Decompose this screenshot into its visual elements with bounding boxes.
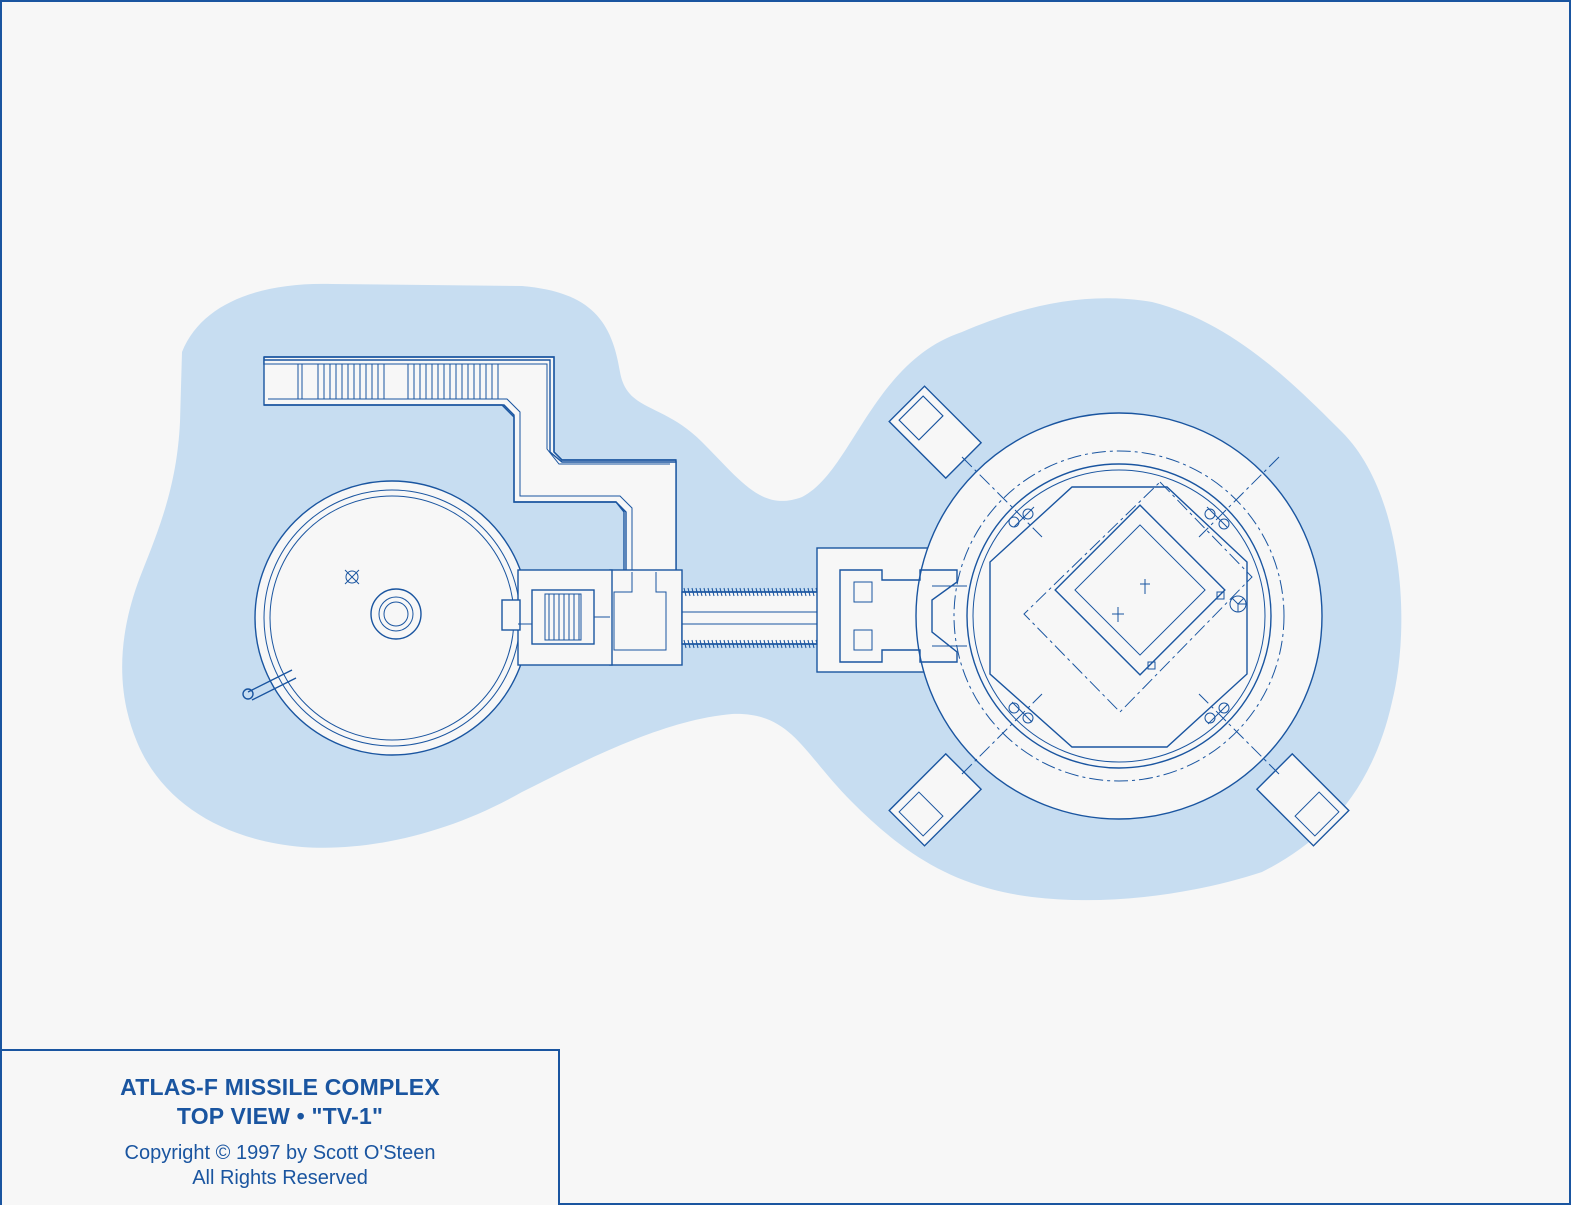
tread-line bbox=[743, 587, 747, 597]
tread-line bbox=[687, 639, 691, 649]
tread-line bbox=[719, 587, 723, 597]
entrance-vestibule bbox=[609, 569, 683, 666]
tread-line bbox=[783, 639, 787, 649]
tread-line bbox=[795, 587, 799, 597]
tread-line bbox=[683, 639, 687, 649]
tread-line bbox=[755, 587, 759, 597]
tread-line bbox=[803, 639, 807, 649]
silo-crib-octagon bbox=[989, 486, 1248, 748]
silo-arm-nw-cap bbox=[898, 395, 944, 441]
launcher-platform-outline bbox=[1023, 481, 1253, 713]
tread-line bbox=[751, 587, 755, 597]
tread-line bbox=[763, 639, 767, 649]
tread-line bbox=[747, 639, 751, 649]
crib-suspension-lines bbox=[961, 456, 1280, 775]
tread-line bbox=[807, 587, 811, 597]
tread-line bbox=[799, 639, 803, 649]
drawing-subtitle: TOP VIEW • "TV-1" bbox=[176, 1103, 384, 1129]
tread-line bbox=[791, 639, 795, 649]
tread-line bbox=[723, 587, 727, 597]
stair-treads-1 bbox=[317, 364, 385, 399]
tunnel-corrugations bbox=[683, 587, 819, 649]
tread-line bbox=[803, 587, 807, 597]
tread-line bbox=[731, 639, 735, 649]
tread-line bbox=[759, 639, 763, 649]
tread-line bbox=[711, 587, 715, 597]
tread-line bbox=[735, 639, 739, 649]
tread-line bbox=[779, 639, 783, 649]
tread-line bbox=[699, 587, 703, 597]
silo-entry-lock bbox=[839, 569, 967, 663]
silo-arm-se bbox=[1255, 752, 1350, 847]
tread-line bbox=[687, 587, 691, 597]
tread-line bbox=[787, 587, 791, 597]
tread-line bbox=[727, 639, 731, 649]
tread-line bbox=[707, 639, 711, 649]
tread-line bbox=[739, 639, 743, 649]
silo-arm-sw bbox=[888, 752, 983, 847]
drawing-title: ATLAS-F MISSILE COMPLEX bbox=[120, 1074, 440, 1100]
exhaust-pipe bbox=[242, 669, 297, 701]
tread-line bbox=[703, 639, 707, 649]
rights-notice: All Rights Reserved bbox=[192, 1167, 368, 1189]
tread-line bbox=[767, 587, 771, 597]
tread-line bbox=[779, 587, 783, 597]
tread-line bbox=[771, 639, 775, 649]
shock-strut-se-icon bbox=[1204, 702, 1230, 725]
tread-line bbox=[735, 587, 739, 597]
tread-line bbox=[683, 587, 687, 597]
dome-blast-lock bbox=[501, 569, 613, 666]
tread-line bbox=[767, 639, 771, 649]
tread-line bbox=[699, 639, 703, 649]
tread-line bbox=[811, 587, 815, 597]
vent-marker-icon bbox=[344, 569, 360, 585]
tread-line bbox=[783, 587, 787, 597]
missile-silo bbox=[816, 385, 1350, 847]
shock-strut-sw-icon bbox=[1008, 701, 1034, 724]
tread-line bbox=[799, 587, 803, 597]
tread-line bbox=[751, 639, 755, 649]
tread-line bbox=[759, 587, 763, 597]
stair-treads-2 bbox=[407, 364, 499, 399]
title-block: ATLAS-F MISSILE COMPLEX TOP VIEW • "TV-1… bbox=[2, 1049, 560, 1205]
tread-line bbox=[791, 587, 795, 597]
tread-line bbox=[719, 639, 723, 649]
tread-line bbox=[691, 587, 695, 597]
missile-enclosure bbox=[1054, 504, 1226, 676]
tread-line bbox=[707, 587, 711, 597]
tread-line bbox=[715, 639, 719, 649]
tread-line bbox=[743, 639, 747, 649]
tread-line bbox=[715, 587, 719, 597]
tread-line bbox=[731, 587, 735, 597]
tread-line bbox=[711, 639, 715, 649]
tread-line bbox=[703, 587, 707, 597]
tread-line bbox=[795, 639, 799, 649]
shock-strut-ne-icon bbox=[1204, 506, 1230, 530]
tread-line bbox=[787, 639, 791, 649]
tread-line bbox=[775, 587, 779, 597]
tread-line bbox=[727, 587, 731, 597]
utility-tunnel bbox=[681, 587, 821, 649]
spiral-stair-icon bbox=[1229, 595, 1247, 613]
shock-strut-nw-icon bbox=[1008, 506, 1035, 528]
tread-line bbox=[763, 587, 767, 597]
tread-line bbox=[747, 587, 751, 597]
entrance-stairway bbox=[263, 356, 677, 663]
tread-line bbox=[723, 639, 727, 649]
tread-line bbox=[811, 639, 815, 649]
tread-line bbox=[807, 639, 811, 649]
copyright-notice: Copyright © 1997 by Scott O'Steen bbox=[124, 1142, 436, 1164]
tread-line bbox=[771, 587, 775, 597]
tread-line bbox=[755, 639, 759, 649]
tread-line bbox=[695, 639, 699, 649]
tread-line bbox=[775, 639, 779, 649]
tread-line bbox=[695, 587, 699, 597]
tread-line bbox=[739, 587, 743, 597]
tread-line bbox=[691, 639, 695, 649]
lock-treads bbox=[548, 594, 580, 640]
